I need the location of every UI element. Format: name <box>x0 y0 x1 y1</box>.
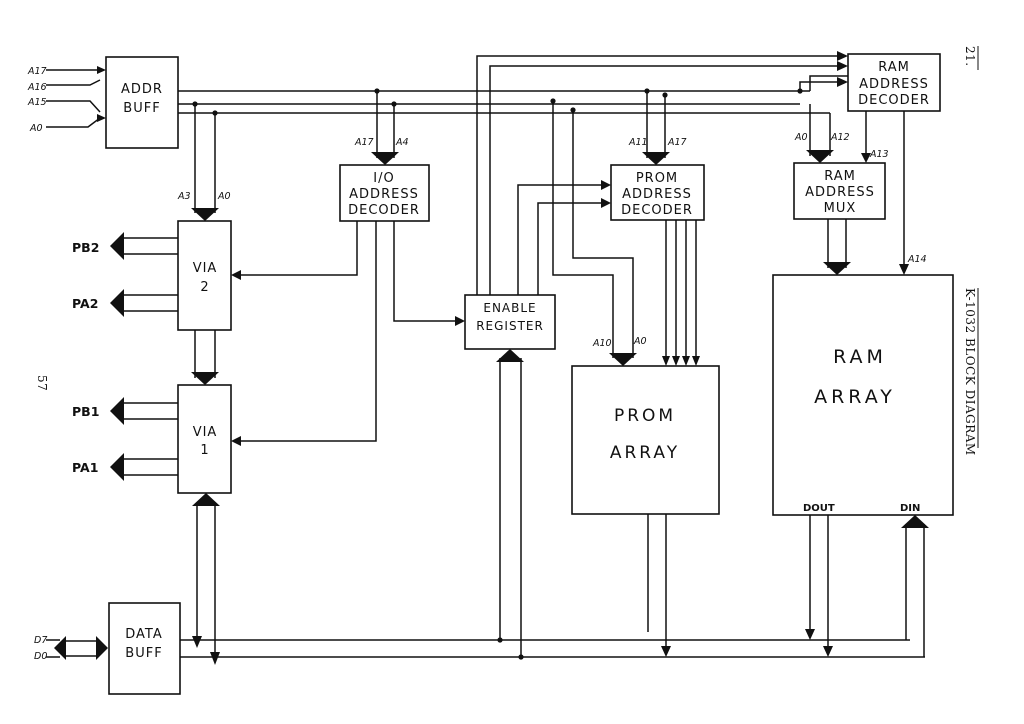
ram-decoder-label-3: DECODER <box>858 93 930 108</box>
via2-label-1: VIA <box>193 261 218 276</box>
data-buff-label-1: DATA <box>125 627 163 642</box>
ram-address-decoder-block: RAM ADDRESS DECODER <box>847 53 941 112</box>
prom-address-decoder-block: PROM ADDRESS DECODER <box>610 164 705 221</box>
addr-buff-block: ADDR BUFF <box>105 56 179 149</box>
ram-decoder-label-2: ADDRESS <box>859 77 929 92</box>
via1-label-1: VIA <box>193 425 218 440</box>
io-addr-a17: A17 <box>354 137 374 148</box>
enable-register-block: ENABLE REGISTER <box>464 294 556 350</box>
port-pb1: PB1 <box>72 404 99 419</box>
ram-wiring: A0 A12 A13 A14 <box>794 77 927 275</box>
prom-array-addr-a0: A0 <box>633 336 647 347</box>
address-bus <box>178 75 848 116</box>
addr-buff-label-1: ADDR <box>121 82 163 97</box>
diagram-title: K-1032 BLOCK DIAGRAM <box>963 288 977 456</box>
prom-array-block: PROM ARRAY <box>571 365 720 515</box>
via1-label-2: 1 <box>200 443 209 458</box>
prom-array-address-wiring: A10 A0 <box>552 101 647 366</box>
ram-array-label-2: ARRAY <box>814 386 896 408</box>
via-address-bus: A3 A0 <box>177 104 231 221</box>
via2-block: VIA 2 <box>177 220 232 331</box>
via-addr-a0: A0 <box>217 191 231 202</box>
ram-mux-label-2: ADDRESS <box>805 185 875 200</box>
addr-in-a15: A15 <box>27 97 47 108</box>
io-decoder-label-2: ADDRESS <box>349 187 419 202</box>
via2-label-2: 2 <box>200 280 209 295</box>
io-decoder-wiring: A17 A4 <box>231 91 465 446</box>
io-decoder-label-1: I/O <box>373 171 394 186</box>
prom-array-label-2: ARRAY <box>610 443 680 463</box>
enable-register-label-2: REGISTER <box>476 319 544 333</box>
via-ports: PB2 PA2 PB1 PA1 <box>72 232 178 481</box>
addr-in-a17: A17 <box>27 66 47 77</box>
ram-array-block: RAM ARRAY <box>772 274 954 516</box>
prom-dec-addr-a17: A17 <box>667 137 687 148</box>
ram-dout-label: DOUT <box>803 503 835 514</box>
data-in-d7: D7 <box>34 635 47 646</box>
enable-register-label-1: ENABLE <box>483 301 536 315</box>
ram-address-mux-block: RAM ADDRESS MUX <box>793 162 886 220</box>
via1-block: VIA 1 <box>177 384 232 494</box>
prom-array-label-1: PROM <box>614 406 676 426</box>
addr-buff-label-2: BUFF <box>123 101 160 116</box>
addr-in-a0: A0 <box>29 123 43 134</box>
via2-to-via1-bus <box>191 330 219 385</box>
prom-array-addr-a10: A10 <box>592 338 612 349</box>
via-addr-a3: A3 <box>177 191 191 202</box>
data-bus: D7 D0 DOUT DIN <box>34 493 929 665</box>
ram-decoder-label-1: RAM <box>878 60 910 75</box>
ram-mux-label-1: RAM <box>824 169 856 184</box>
prom-decoder-wiring: A11 A17 <box>628 91 700 366</box>
page-number: 21. <box>963 46 977 67</box>
enable-register-wiring <box>476 51 848 657</box>
port-pa2: PA2 <box>72 296 98 311</box>
ram-mux-addr-a0: A0 <box>794 132 808 143</box>
side-page-number: 57 <box>35 375 49 391</box>
port-pa1: PA1 <box>72 460 98 475</box>
port-pb2: PB2 <box>72 240 99 255</box>
ram-din-label: DIN <box>900 503 920 514</box>
data-buff-label-2: BUFF <box>125 646 162 661</box>
data-buff-block: DATA BUFF <box>108 602 181 695</box>
prom-dec-addr-a11: A11 <box>628 137 648 148</box>
ram-mux-addr-a12: A12 <box>830 132 850 143</box>
ram-addr-a13: A13 <box>869 149 889 160</box>
io-decoder-label-3: DECODER <box>348 203 420 218</box>
addr-in-a16: A16 <box>27 82 47 93</box>
prom-decoder-label-3: DECODER <box>621 203 693 218</box>
ram-array-label-1: RAM <box>833 346 887 368</box>
prom-decoder-label-1: PROM <box>636 171 678 186</box>
io-address-decoder-block: I/O ADDRESS DECODER <box>339 164 430 222</box>
page-annotations: 21. K-1032 BLOCK DIAGRAM 57 <box>35 46 979 456</box>
ram-mux-label-3: MUX <box>824 201 857 216</box>
ram-addr-a14: A14 <box>907 254 927 265</box>
data-in-d0: D0 <box>34 651 47 662</box>
prom-decoder-label-2: ADDRESS <box>622 187 692 202</box>
io-addr-a4: A4 <box>395 137 409 148</box>
address-inputs: A17 A16 A15 A0 <box>27 66 106 134</box>
